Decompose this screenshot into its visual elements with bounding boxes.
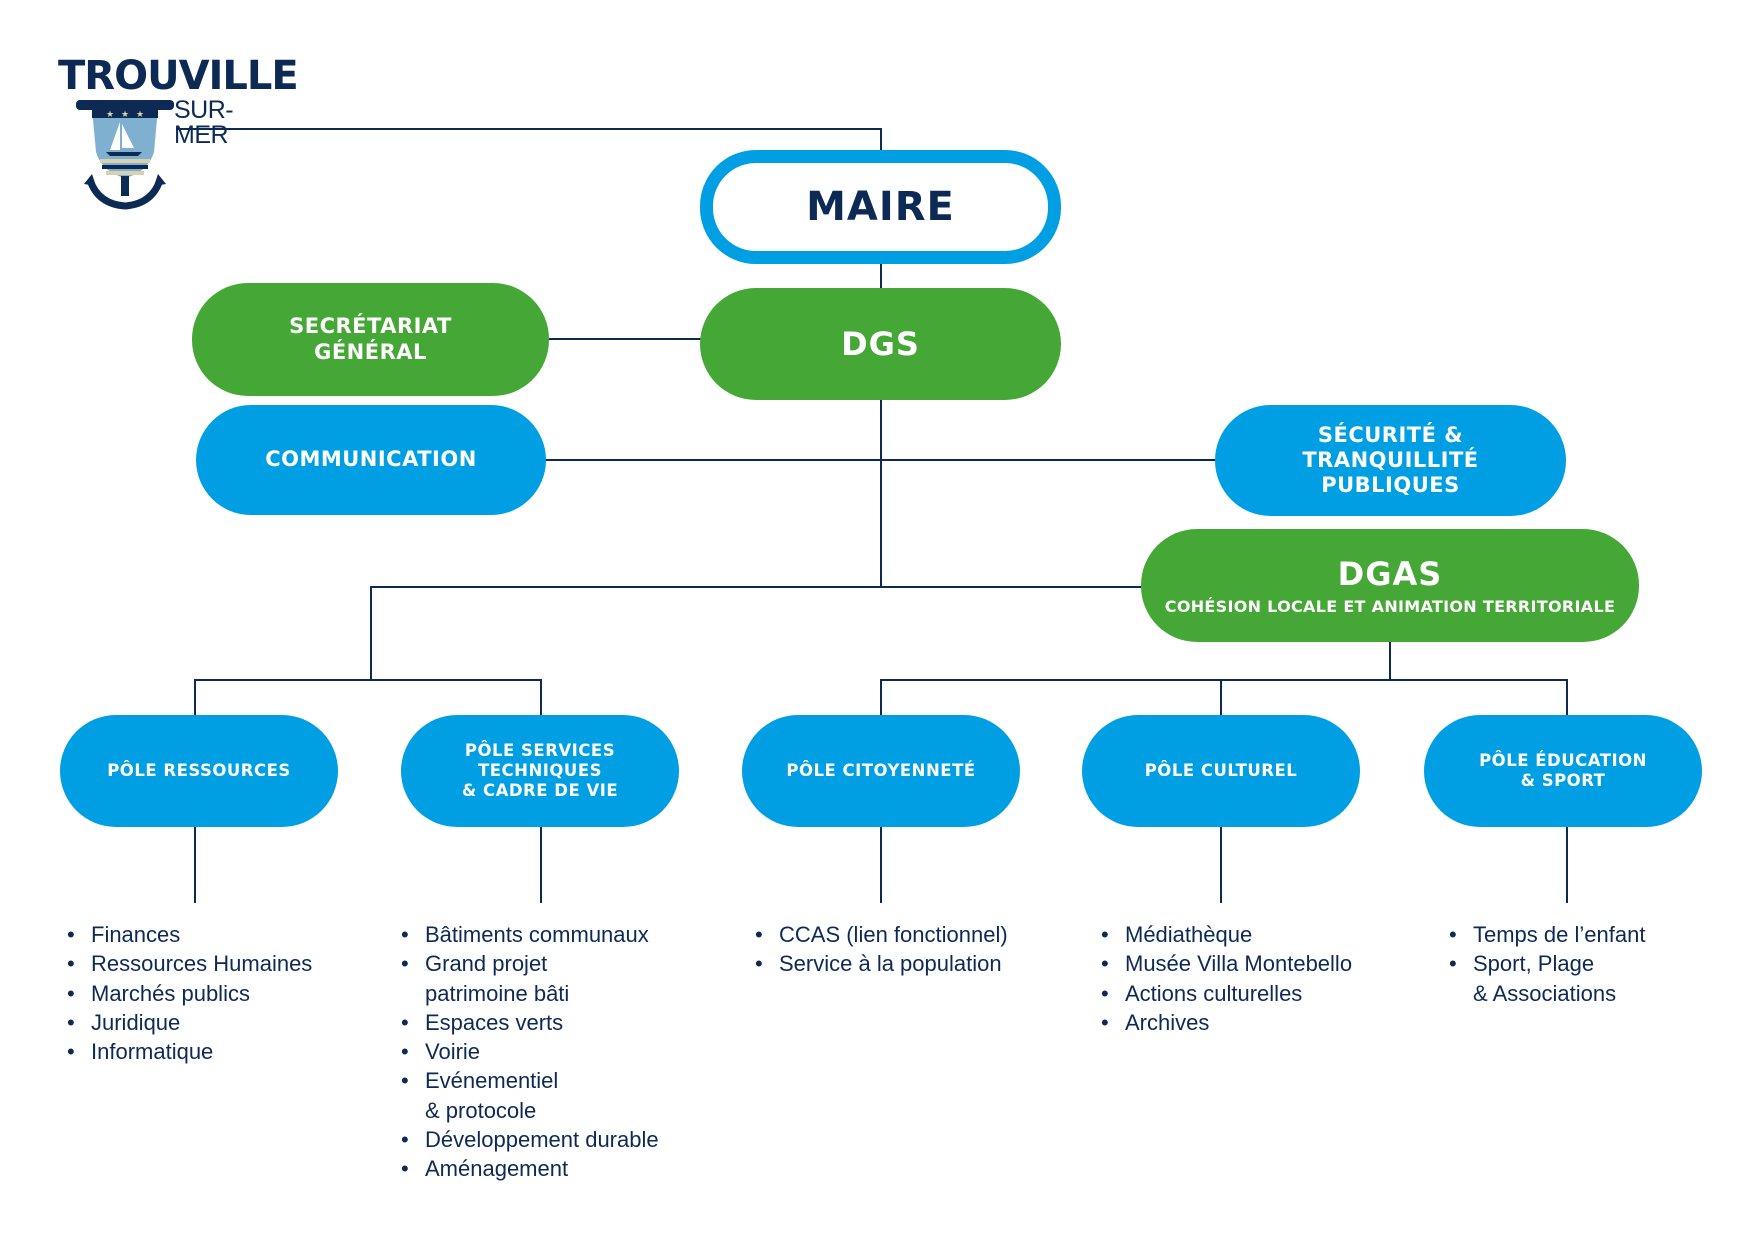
service-item: Temps de l’enfant [1449, 920, 1645, 950]
service-item: Bâtiments communaux [401, 920, 659, 950]
service-item: Musée Villa Montebello [1101, 949, 1352, 979]
connector-right-bar [880, 679, 1567, 681]
node-communication[interactable]: COMMUNICATION [196, 405, 546, 515]
connector-pole-citoyennete-bottom [880, 825, 882, 903]
connector-logo-maire [176, 128, 882, 130]
node-pole-services-techniques[interactable]: PÔLE SERVICES TECHNIQUES & CADRE DE VIE [401, 715, 679, 827]
connector-pole-education-top [1566, 679, 1568, 717]
connector-pole-culturel-top [1220, 679, 1222, 717]
service-item: Service à la population [755, 949, 1008, 979]
service-item: Médiathèque [1101, 920, 1352, 950]
service-item: Voirie [401, 1037, 659, 1067]
services-list-citoyennete: CCAS (lien fonctionnel) Service à la pop… [753, 920, 1008, 979]
trouville-logo: TROUVILLE SUR-MER ★ ★ ★ [58, 56, 299, 216]
connector-secretariat [548, 338, 702, 340]
node-pole-ressources[interactable]: PÔLE RESSOURCES [60, 715, 338, 827]
connector-pole-ressources-bottom [194, 825, 196, 903]
service-item: Evénementiel & protocole [401, 1066, 659, 1125]
node-secretariat-label: SECRÉTARIAT GÉNÉRAL [289, 314, 452, 364]
node-pole-citoyennete[interactable]: PÔLE CITOYENNETÉ [742, 715, 1020, 827]
services-list-techniques: Bâtiments communaux Grand projet patrimo… [399, 920, 659, 1184]
node-securite-label: SÉCURITÉ & TRANQUILLITÉ PUBLIQUES [1302, 422, 1479, 498]
svg-text:★: ★ [121, 109, 129, 119]
node-dgs[interactable]: DGS [700, 288, 1061, 400]
connector-main-horizontal [370, 586, 1143, 588]
connector-pole-education-bottom [1566, 825, 1568, 903]
node-securite-tranquillite[interactable]: SÉCURITÉ & TRANQUILLITÉ PUBLIQUES [1215, 405, 1566, 516]
service-item: Aménagement [401, 1154, 659, 1184]
pole-label: PÔLE RESSOURCES [107, 761, 291, 781]
svg-text:★: ★ [106, 109, 114, 119]
connector-communication-securite [544, 459, 1217, 461]
pole-label: PÔLE CITOYENNETÉ [786, 761, 976, 781]
node-dgs-label: DGS [841, 324, 920, 363]
service-item: Marchés publics [67, 979, 312, 1009]
node-dgas[interactable]: DGAS COHÉSION LOCALE ET ANIMATION TERRIT… [1141, 529, 1639, 642]
connector-pole-culturel-bottom [1220, 825, 1222, 903]
service-item: CCAS (lien fonctionnel) [755, 920, 1008, 950]
connector-left-branch [370, 586, 372, 681]
pole-label: PÔLE SERVICES TECHNIQUES & CADRE DE VIE [461, 741, 619, 800]
connector-pole-techniques-top [540, 679, 542, 717]
logo-title: TROUVILLE [58, 53, 299, 99]
node-pole-culturel[interactable]: PÔLE CULTUREL [1082, 715, 1360, 827]
node-maire-label: MAIRE [806, 184, 955, 230]
pole-label: PÔLE CULTUREL [1144, 761, 1298, 781]
service-item: Actions culturelles [1101, 979, 1352, 1009]
anchor-crest-icon: ★ ★ ★ [76, 100, 174, 210]
service-item: Finances [67, 920, 312, 950]
service-item: Grand projet patrimoine bâti [401, 949, 659, 1008]
services-list-ressources: Finances Ressources Humaines Marchés pub… [65, 920, 312, 1067]
node-pole-education-sport[interactable]: PÔLE ÉDUCATION & SPORT [1424, 715, 1702, 827]
connector-pole-ressources-top [194, 679, 196, 717]
node-communication-label: COMMUNICATION [265, 447, 477, 472]
svg-text:★: ★ [136, 109, 144, 119]
node-dgas-subtitle: COHÉSION LOCALE ET ANIMATION TERRITORIAL… [1164, 597, 1616, 617]
connector-left-bar [194, 679, 542, 681]
services-list-culturel: Médiathèque Musée Villa Montebello Actio… [1099, 920, 1352, 1037]
services-list-education: Temps de l’enfant Sport, Plage & Associa… [1447, 920, 1645, 1008]
service-item: Informatique [67, 1037, 312, 1067]
service-item: Juridique [67, 1008, 312, 1038]
node-maire[interactable]: MAIRE [700, 150, 1061, 264]
service-item: Espaces verts [401, 1008, 659, 1038]
logo-subtitle: SUR-MER [174, 96, 234, 149]
service-item: Développement durable [401, 1125, 659, 1155]
pole-label: PÔLE ÉDUCATION & SPORT [1479, 751, 1647, 790]
connector-logo-maire-down [880, 128, 882, 152]
node-secretariat-general[interactable]: SECRÉTARIAT GÉNÉRAL [192, 283, 549, 396]
node-dgas-title: DGAS [1337, 554, 1443, 593]
service-item: Sport, Plage & Associations [1449, 949, 1645, 1008]
connector-dgas-down [1389, 640, 1391, 681]
service-item: Ressources Humaines [67, 949, 312, 979]
connector-main-trunk [880, 262, 882, 588]
connector-pole-techniques-bottom [540, 825, 542, 903]
connector-pole-citoyennete-top [880, 679, 882, 717]
service-item: Archives [1101, 1008, 1352, 1038]
